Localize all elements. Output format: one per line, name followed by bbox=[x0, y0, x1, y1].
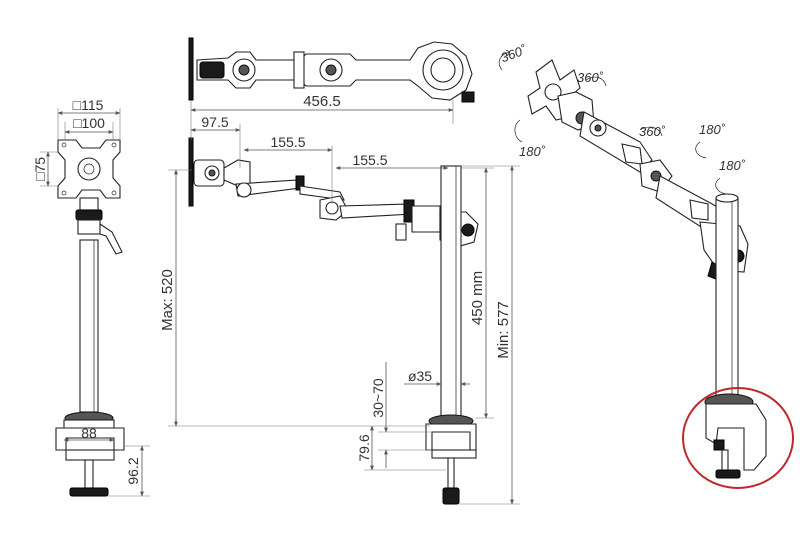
iso-clamp-screw bbox=[721, 449, 729, 473]
top-spring bbox=[293, 51, 305, 89]
rot-pole-1: 180˚ bbox=[699, 122, 726, 137]
top-plate bbox=[188, 37, 194, 101]
dim-arm-seg-1: 97.5 bbox=[201, 114, 228, 130]
rotation-arrow-icon bbox=[695, 141, 707, 159]
dim-clamp-depth: 79.6 bbox=[356, 434, 372, 461]
side-clamp-screw bbox=[447, 457, 455, 489]
arm-collar bbox=[77, 219, 101, 235]
clamp-highlight-circle bbox=[682, 387, 794, 489]
dim-desk-thickness: 30~70 bbox=[370, 378, 386, 418]
lock-handle bbox=[99, 222, 123, 255]
side-plate bbox=[188, 137, 194, 207]
pole-front bbox=[79, 239, 99, 413]
vesa-hole bbox=[61, 142, 67, 148]
isometric-view: 360˚ 180˚ 360˚ 360˚ 180˚ 180˚ bbox=[498, 42, 794, 489]
rot-pole-2: 180˚ bbox=[719, 158, 746, 173]
side-view: 97.5 155.5 155.5 Max: 520 450 mm Min: 57… bbox=[159, 114, 520, 505]
side-clamp-frame bbox=[425, 423, 477, 451]
side-lock-knob bbox=[461, 223, 475, 237]
rotation-arrow-icon bbox=[498, 51, 511, 71]
clamp-lower bbox=[65, 449, 115, 461]
dim-plate-hole: □75 bbox=[32, 157, 48, 181]
iso-clamp bbox=[705, 403, 767, 471]
tilt-arrow-icon bbox=[514, 119, 523, 143]
dim-pole-height: 450 mm bbox=[469, 271, 486, 325]
clamp-handle bbox=[69, 487, 109, 497]
vesa-hole bbox=[111, 190, 117, 196]
side-arm-2 bbox=[339, 203, 413, 219]
rotation-arrow-icon bbox=[715, 177, 727, 195]
side-lower-knob bbox=[395, 223, 407, 241]
dim-pole-diameter: ø35 bbox=[408, 368, 432, 384]
clamp-screw bbox=[84, 459, 94, 489]
rot-tilt: 180˚ bbox=[519, 144, 546, 159]
side-head-joint bbox=[223, 159, 251, 187]
dim-min-height: Min: 577 bbox=[495, 301, 512, 359]
rot-joint-2: 360˚ bbox=[639, 124, 666, 139]
iso-pole bbox=[715, 197, 739, 399]
iso-clamp-handle bbox=[715, 469, 741, 479]
front-view: □115 □100 □75 88 96.2 bbox=[32, 97, 150, 497]
side-collar bbox=[411, 205, 441, 233]
vesa-center-hub bbox=[77, 157, 101, 181]
top-lock bbox=[461, 91, 475, 103]
dim-max-height: Max: 520 bbox=[159, 269, 176, 331]
iso-spring-2 bbox=[689, 199, 709, 221]
dim-base-width: 88 bbox=[81, 425, 97, 441]
rotation-arrow-icon bbox=[585, 76, 607, 87]
side-arm-1b bbox=[299, 185, 345, 201]
side-clamp-lower bbox=[431, 449, 477, 459]
dim-overall-width: 456.5 bbox=[303, 93, 341, 110]
rot-joint-1: 360˚ bbox=[577, 70, 604, 85]
vesa-hole bbox=[61, 190, 67, 196]
dim-plate-outer: □115 bbox=[73, 97, 104, 113]
top-head-knob bbox=[199, 61, 225, 79]
head-knob bbox=[75, 209, 103, 221]
dim-arm-seg-3: 155.5 bbox=[352, 152, 387, 168]
iso-clamp-pad bbox=[713, 439, 725, 451]
vesa-hole bbox=[111, 142, 117, 148]
side-clamp-handle bbox=[442, 487, 460, 505]
dim-clamp-height: 96.2 bbox=[125, 457, 141, 484]
clamp-frame bbox=[55, 427, 125, 451]
vesa-center-bolt bbox=[83, 163, 95, 175]
rot-head: 360˚ bbox=[499, 42, 529, 65]
rotation-arrow-icon bbox=[639, 126, 663, 137]
side-pole bbox=[440, 165, 462, 419]
dim-arm-seg-2: 155.5 bbox=[270, 134, 305, 150]
dim-plate-inner: □100 bbox=[73, 115, 105, 131]
top-view: 456.5 bbox=[188, 37, 475, 124]
head-joint bbox=[79, 197, 99, 211]
side-joint-1 bbox=[236, 182, 252, 198]
